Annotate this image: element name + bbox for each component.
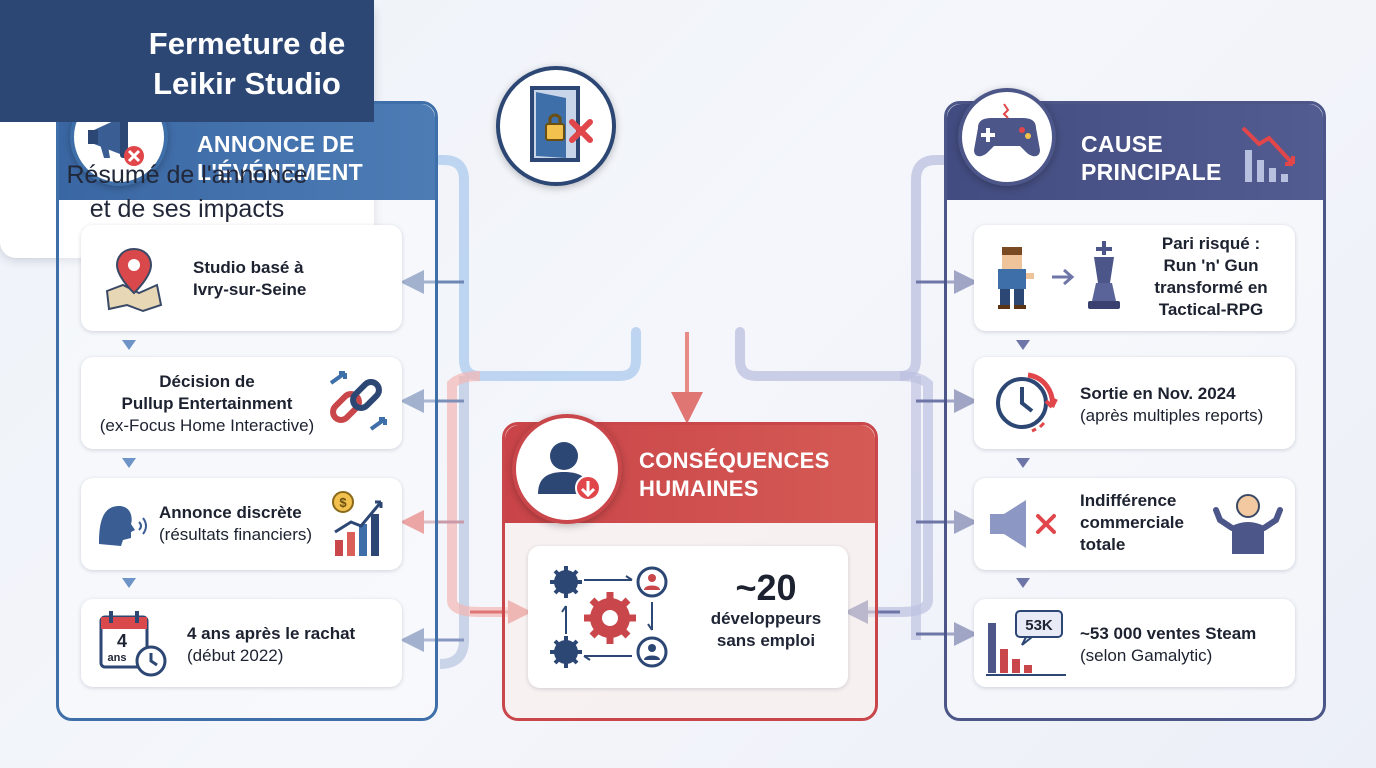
consequence-line2: sans emploi bbox=[716, 631, 816, 650]
broken-gamepad-icon bbox=[958, 88, 1056, 186]
speaker-muted-icon bbox=[988, 496, 1064, 557]
release-line1: Sortie en Nov. 2024 bbox=[1080, 384, 1236, 403]
indifference-line2: commerciale bbox=[1080, 513, 1184, 532]
decision-line3: (ex-Focus Home Interactive) bbox=[99, 416, 315, 435]
calendar-clock-icon: 4 ans bbox=[97, 607, 171, 686]
gears-people-icon bbox=[540, 558, 680, 683]
pixel-character-icon bbox=[988, 243, 1038, 318]
timeline-line1: 4 ans après le rachat bbox=[187, 624, 356, 643]
sales-bar-chart-icon: 53K bbox=[986, 609, 1070, 686]
right-card-bet: Pari risqué : Run 'n' Gun transformé en … bbox=[974, 225, 1295, 331]
bet-line2: Run 'n' Gun bbox=[1163, 256, 1259, 275]
sales-line1: ~53 000 ventes Steam bbox=[1080, 624, 1257, 643]
announcement-line2: (résultats financiers) bbox=[159, 525, 313, 544]
summary-card-header bbox=[0, 0, 374, 122]
right-card-release: Sortie en Nov. 2024 (après multiples rep… bbox=[974, 357, 1295, 449]
summary-subtitle: Résumé de l'annonce et de ses impacts bbox=[66, 161, 308, 223]
calendar-number: 4 bbox=[117, 631, 127, 651]
declining-chart-icon bbox=[1237, 120, 1307, 195]
arrow-down bbox=[1016, 578, 1030, 588]
arrow-down bbox=[1016, 458, 1030, 468]
arrow-down bbox=[122, 458, 136, 468]
indifference-line1: Indifférence bbox=[1080, 491, 1177, 510]
consequence-line1: développeurs bbox=[710, 609, 822, 628]
chess-king-icon bbox=[1082, 239, 1126, 320]
big-number: ~20 bbox=[735, 567, 797, 608]
user-remove-icon bbox=[512, 414, 622, 524]
speaking-head-icon bbox=[91, 496, 151, 557]
timeline-line2: (début 2022) bbox=[187, 646, 284, 665]
arrow-down bbox=[1016, 340, 1030, 350]
bet-line4: Tactical-RPG bbox=[1158, 300, 1264, 319]
left-card-announcement: Annonce discrète (résultats financiers) … bbox=[81, 478, 402, 570]
shrugging-person-icon bbox=[1210, 492, 1286, 561]
indifference-line3: totale bbox=[1080, 535, 1126, 554]
left-card-location: Studio basé à Ivry-sur-Seine bbox=[81, 225, 402, 331]
sales-badge: 53K bbox=[1025, 617, 1053, 634]
summary-title: Fermeture de Leikir Studio bbox=[148, 26, 346, 101]
left-card-timeline: 4 ans 4 ans après le rachat (début 2022) bbox=[81, 599, 402, 687]
left-panel-title: ANNONCE DE L'ÉVÉNEMENT bbox=[197, 131, 363, 185]
left-card-decision: Décision de Pullup Entertainment (ex-Foc… bbox=[81, 357, 402, 449]
financial-chart-icon: $ bbox=[329, 488, 393, 565]
decision-line1: Décision de bbox=[159, 372, 255, 391]
location-line2: Ivry-sur-Seine bbox=[193, 280, 307, 299]
center-panel-title: CONSÉQUENCES HUMAINES bbox=[639, 448, 830, 501]
decision-line2: Pullup Entertainment bbox=[121, 394, 293, 413]
right-card-indifference: Indifférence commerciale totale bbox=[974, 478, 1295, 570]
chain-link-icon bbox=[325, 369, 391, 440]
announcement-line1: Annonce discrète bbox=[159, 503, 302, 522]
clock-icon bbox=[988, 367, 1060, 444]
arrow-down bbox=[122, 340, 136, 350]
sales-line2: (selon Gamalytic) bbox=[1080, 646, 1213, 665]
right-panel-title: CAUSE PRINCIPALE bbox=[1081, 131, 1222, 185]
arrow-down bbox=[122, 578, 136, 588]
svg-text:$: $ bbox=[339, 495, 347, 510]
calendar-unit: ans bbox=[108, 652, 127, 664]
arrow-right-icon bbox=[1052, 267, 1078, 292]
right-card-sales: 53K ~53 000 ventes Steam (selon Gamalyti… bbox=[974, 599, 1295, 687]
locked-door-icon bbox=[496, 66, 616, 186]
location-line1: Studio basé à bbox=[193, 258, 304, 277]
bet-line1: Pari risqué : bbox=[1161, 234, 1261, 253]
map-pin-icon bbox=[99, 243, 169, 318]
consequence-card: ~20 développeurs sans emploi bbox=[528, 546, 848, 688]
release-line2: (après multiples reports) bbox=[1080, 406, 1264, 425]
bet-line3: transformé en bbox=[1154, 278, 1268, 297]
